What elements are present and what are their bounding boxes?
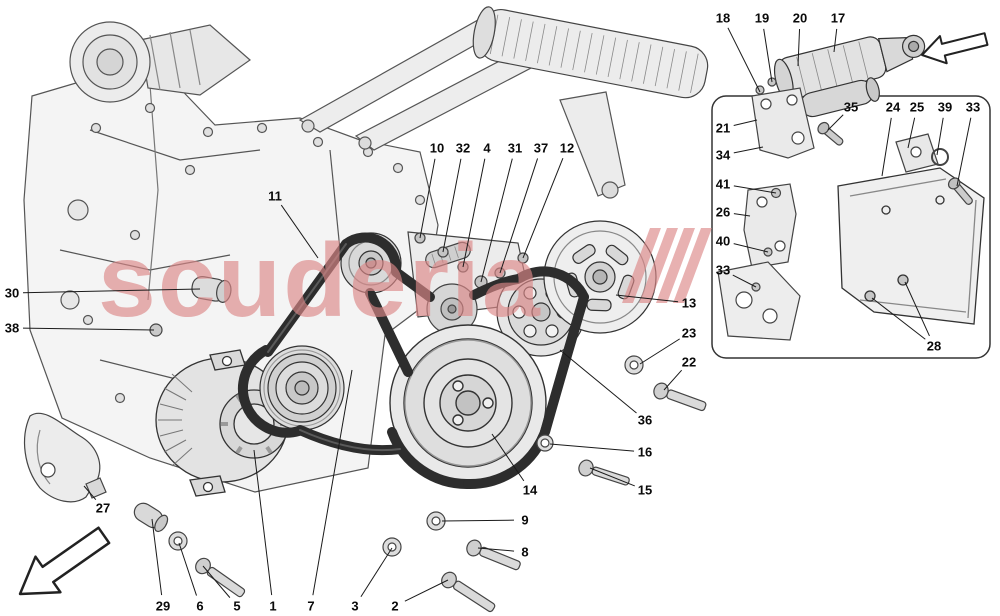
inset-arrow-icon xyxy=(921,32,989,65)
heat-shield xyxy=(837,167,985,325)
crank-pulley xyxy=(389,324,547,482)
bracket-27 xyxy=(23,412,107,503)
clamp-bracket xyxy=(895,133,973,205)
mount-bushing xyxy=(149,276,232,337)
alternator-pulley xyxy=(259,345,345,431)
throttle-body xyxy=(69,21,251,103)
shield-bracket xyxy=(743,183,797,269)
cover-support-arm xyxy=(559,91,626,199)
valve-cover xyxy=(472,6,709,99)
starter-bracket xyxy=(751,77,844,159)
alternator xyxy=(155,349,289,497)
intake-struts xyxy=(298,19,556,151)
watermark-text: scuderia xyxy=(98,223,542,339)
drive-belt xyxy=(238,232,589,490)
watermark-stripes xyxy=(622,228,712,303)
shield-plate xyxy=(717,247,801,341)
corner-arrow-icon xyxy=(18,526,111,596)
watermark: scuderia xyxy=(98,223,712,339)
